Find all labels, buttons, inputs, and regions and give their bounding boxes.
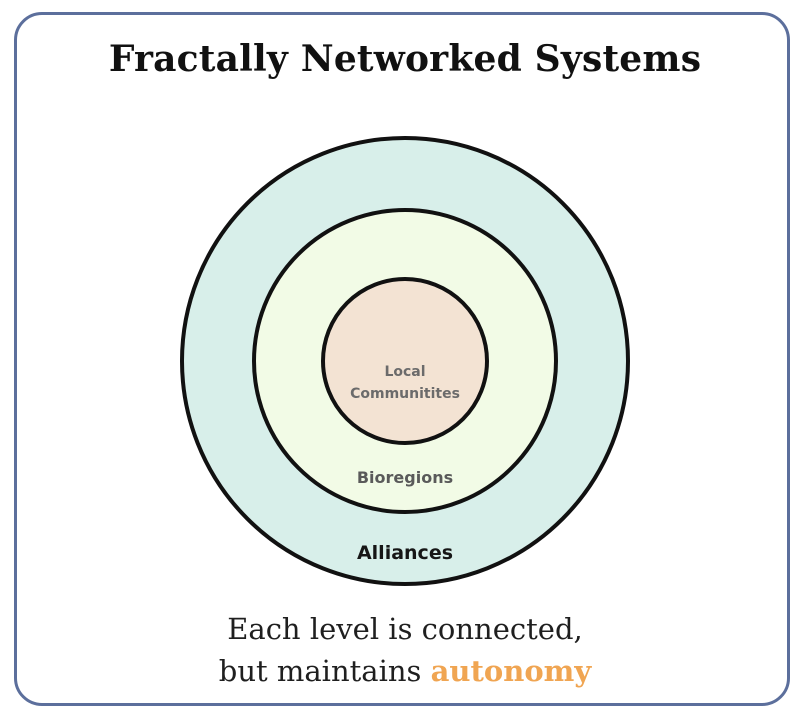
alliances-label: Alliances xyxy=(357,542,453,564)
autonomy-highlight: autonomy xyxy=(430,654,592,688)
caption-line-2: but maintains autonomy xyxy=(0,654,810,688)
inner-label-line2: Communitites xyxy=(350,386,460,402)
caption-line-1: Each level is connected, xyxy=(227,612,583,646)
inner-label-line1: Local xyxy=(384,364,425,380)
local-communities-ring xyxy=(321,277,489,445)
bioregions-label: Bioregions xyxy=(357,468,453,487)
page-title: Fractally Networked Systems xyxy=(108,38,702,80)
caption-line-2-text: but maintains xyxy=(218,654,431,688)
